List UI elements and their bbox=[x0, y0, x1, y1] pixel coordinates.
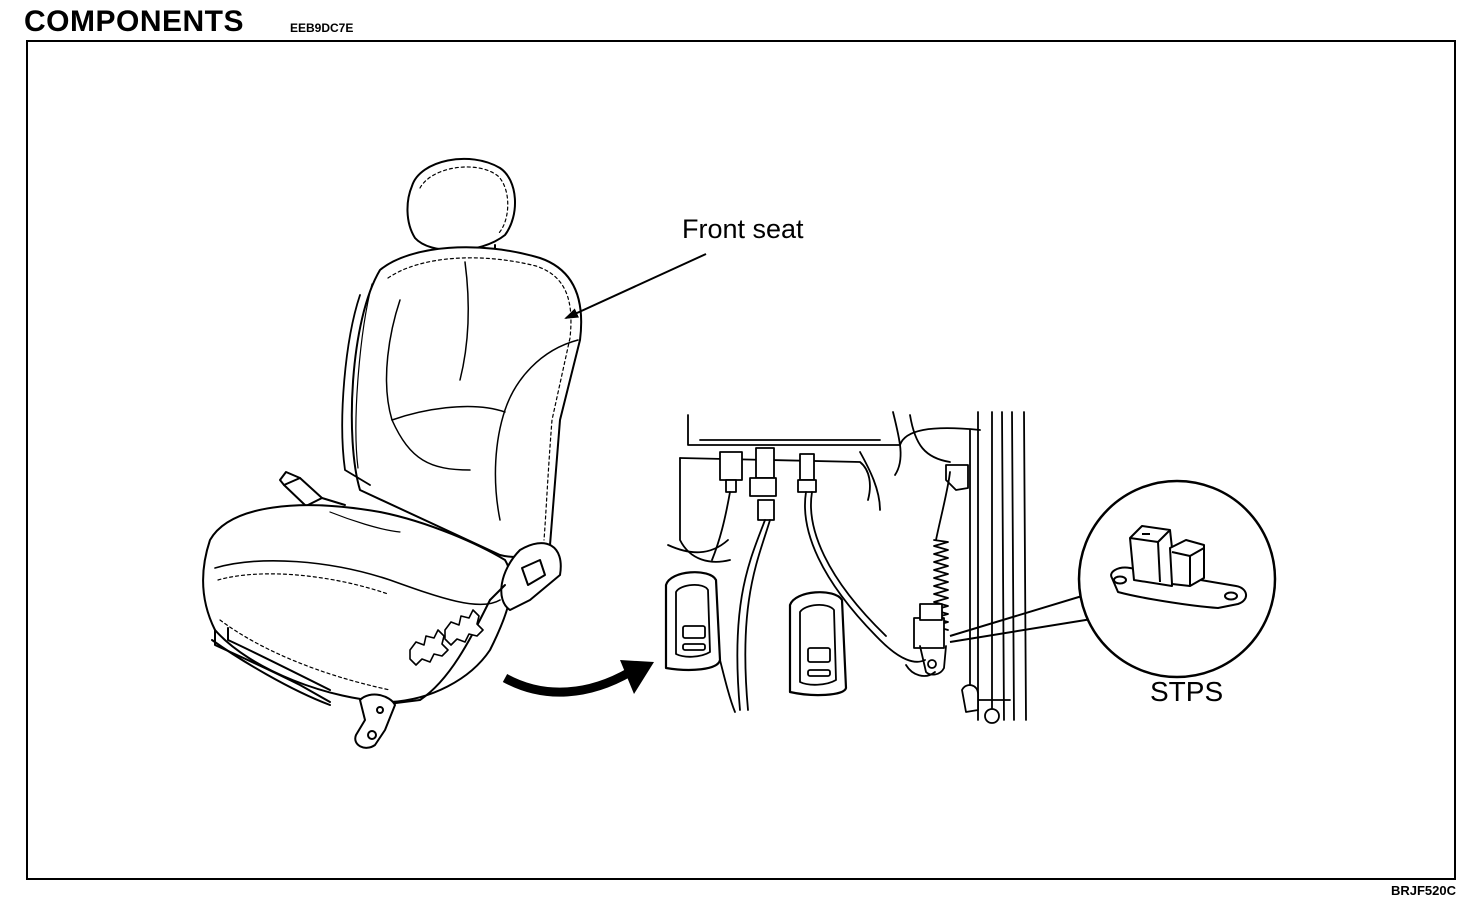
page-title: COMPONENTS bbox=[24, 5, 245, 38]
clutch-switch-connector bbox=[799, 453, 815, 481]
height-adjuster-knob bbox=[409, 629, 449, 666]
front-seat-label: Front seat bbox=[682, 214, 804, 244]
document-code: EEB9DC7E bbox=[290, 21, 354, 35]
seat-rail-right bbox=[354, 693, 396, 749]
seat-headrest bbox=[406, 157, 516, 252]
seat-rail-left bbox=[214, 629, 331, 703]
front-seat-drawing bbox=[202, 157, 583, 749]
front-seat-leader bbox=[564, 253, 707, 319]
detail-callout-arrow bbox=[502, 660, 654, 697]
lumbar-adjuster-knob bbox=[444, 609, 484, 646]
stps-sensor-mounted bbox=[913, 617, 945, 649]
recliner-lever bbox=[500, 542, 562, 611]
stps-label: STPS bbox=[1150, 676, 1224, 707]
return-spring bbox=[933, 539, 949, 631]
pedal-area-detail bbox=[664, 411, 1027, 724]
figure-code: BRJF520C bbox=[1390, 883, 1456, 898]
stps-leader-lower bbox=[949, 617, 1099, 643]
seat-belt-buckle bbox=[283, 477, 323, 507]
seat-backrest bbox=[350, 246, 583, 558]
figure-frame bbox=[26, 40, 1456, 880]
brake-switch-connector bbox=[719, 451, 743, 481]
stps-detail-magnifier bbox=[1077, 479, 1277, 679]
stps-leader-upper bbox=[949, 592, 1093, 637]
brake-pedal-pad bbox=[664, 571, 722, 671]
accelerator-pedal-pad bbox=[788, 591, 848, 697]
stps-plunger bbox=[1169, 539, 1205, 587]
